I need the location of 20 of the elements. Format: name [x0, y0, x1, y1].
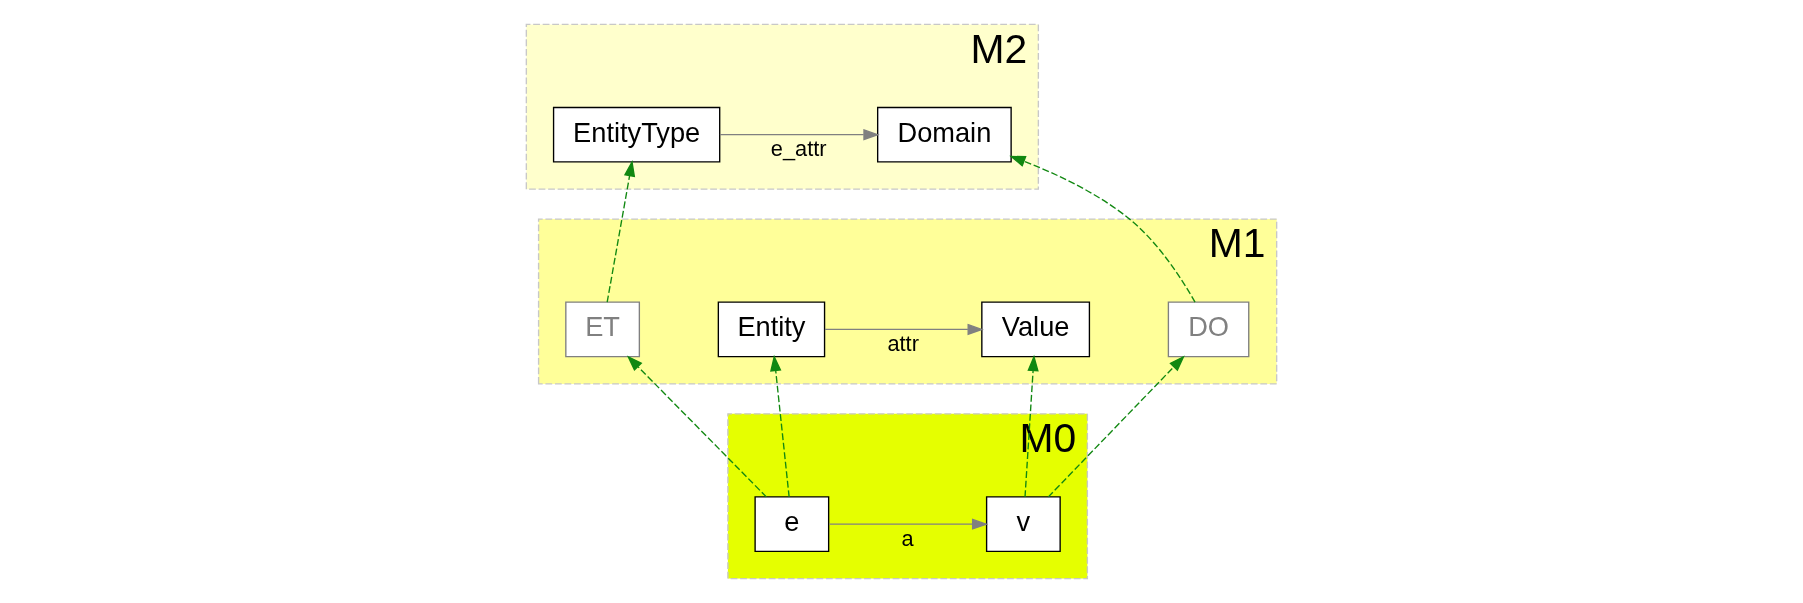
- node-box: DO: [1167, 301, 1250, 358]
- arrow: [1009, 155, 1196, 303]
- node-box: Entity: [717, 301, 826, 358]
- arrow: [824, 323, 984, 336]
- edge-label: e_attr: [770, 136, 827, 162]
- edge-label: a: [901, 525, 914, 551]
- arrow: [606, 160, 636, 303]
- node-box: EntityType: [552, 106, 721, 163]
- node-box: Value: [981, 301, 1091, 358]
- node-box: ET: [565, 301, 641, 358]
- arrow: [1047, 355, 1185, 498]
- arrow: [719, 128, 880, 141]
- arrow: [770, 354, 790, 498]
- arrow: [828, 518, 989, 530]
- edge-label: attr: [887, 330, 919, 356]
- arrow: [626, 355, 768, 498]
- node-box: v: [985, 496, 1061, 553]
- node-box: e: [754, 496, 830, 553]
- arrow: [1024, 354, 1039, 498]
- node-box: Domain: [877, 106, 1012, 163]
